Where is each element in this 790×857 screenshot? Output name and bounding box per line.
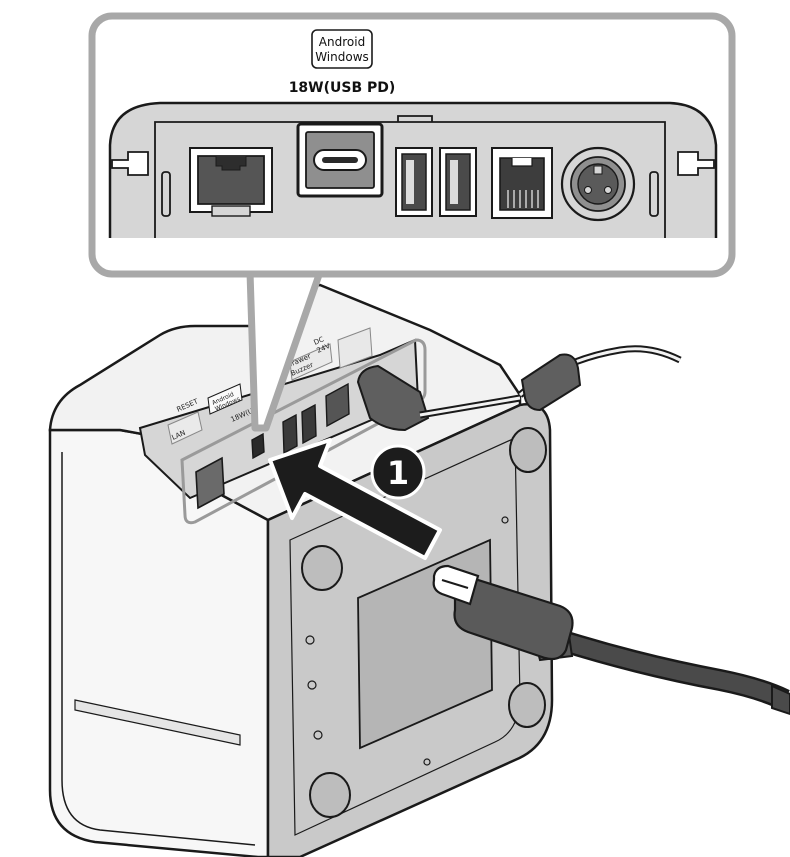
callout-pointer (246, 270, 324, 432)
port-callout: Android Windows 18W(USB PD) (88, 12, 736, 432)
usb-c-cable-wire-body (557, 631, 789, 708)
usb-c-cable-end (771, 684, 790, 716)
printer-front-edge (61, 452, 256, 846)
printer-screw (501, 516, 509, 524)
os-badge (311, 29, 373, 69)
insertion-arrow (268, 438, 442, 560)
printer-screw (313, 730, 323, 740)
printer-illustration: RESET LAN Android Windows 18W(U Drawer B… (48, 283, 682, 857)
printer-dc-label: DC (313, 335, 326, 347)
os-badge-line1: Android (319, 35, 365, 49)
callout-left-slot (161, 171, 171, 217)
dc-plug-cable-inner (419, 396, 521, 417)
dc-power-plug (356, 364, 430, 432)
printer-screw (305, 635, 315, 645)
dc-cable-ferrite (520, 353, 582, 412)
printer-usb-a-port (282, 413, 298, 455)
printer-screw (307, 680, 317, 690)
printer-usb-a-port (301, 403, 317, 445)
lan-port (189, 147, 273, 217)
callout-left-latch (111, 151, 149, 176)
printer-panel-lan-area (167, 411, 203, 445)
printer-screw (423, 758, 431, 766)
printer-panel-badge-area (207, 383, 243, 415)
os-badge-line2: Windows (315, 50, 369, 64)
printer-drawer-port (325, 382, 350, 428)
usb-c-plug-tip-slot (441, 579, 469, 589)
usb-a-port-1 (395, 147, 433, 217)
usb-a-port-2 (439, 147, 477, 217)
printer-foot-top-right (509, 427, 547, 473)
callout-right-latch (677, 151, 715, 176)
usb-c-cable (432, 564, 790, 716)
usb-c-port-highlight (296, 122, 384, 198)
printer-usb-c-port (251, 432, 265, 460)
usb-pd-power-label: 18W(USB PD) (289, 80, 396, 96)
callout-panel-top-notch (397, 115, 433, 122)
printer-panel-power-area (289, 343, 333, 381)
printer-front-slot (74, 699, 241, 746)
printer-panel-dc-area (337, 327, 373, 369)
printer-foot-bottom-right (508, 682, 546, 728)
printer-foot-bottom-left (309, 772, 351, 818)
callout-panel-inner (154, 121, 666, 238)
step-number-badge: 1 (370, 444, 426, 500)
printer-foot-top-left (301, 545, 343, 591)
step-number: 1 (387, 454, 409, 492)
drawer-port (491, 147, 553, 219)
printer-port-panel-highlight (180, 338, 427, 525)
callout-right-slot (649, 171, 659, 217)
dc-power-jack (560, 146, 636, 222)
printer-lan-port (195, 456, 225, 510)
